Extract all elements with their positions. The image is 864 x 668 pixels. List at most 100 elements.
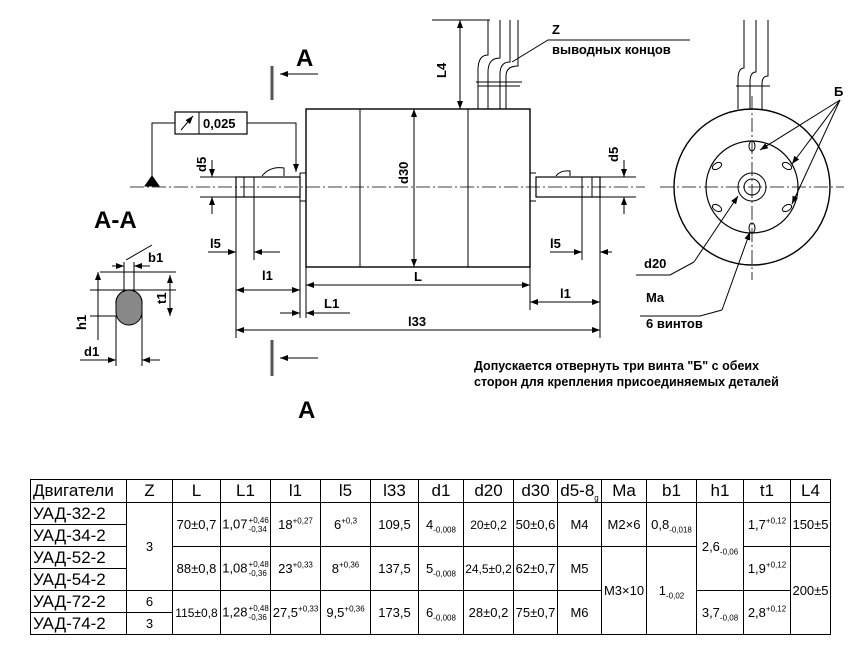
L1-base: 1,28 [222,603,248,619]
l5-upper: +0,36 [338,560,360,570]
d5-cell: M5 [557,546,602,591]
d30-cell: 75±0,7 [513,590,558,635]
technical-drawing: А А А-А 0,025 Z выводных концов Б Ma 6 в… [74,19,844,424]
l1-upper: +0,27 [292,516,313,526]
h1-base: 3,7 [701,604,720,620]
t1-upper: +0,12 [765,604,787,614]
z-text: выводных концов [552,42,671,57]
header-cell: Z [126,479,173,503]
l5-base: 9,5 [326,604,345,620]
l5-upper: +0,3 [341,516,358,526]
h1-cell: 2,6-0,06 [696,502,744,591]
L1-cell: 1,28+0,48-0,36 [220,590,271,635]
l1-cell: 18+0,27 [270,502,321,547]
section-title: А-А [94,207,137,234]
motor-name: УАД-74-2 [30,612,127,635]
tolerance-value: 0,025 [203,116,236,131]
l33-cell: 173,5 [370,590,419,635]
L-cell: 70±0,7 [172,502,221,547]
dim-d5-left: d5 [194,157,209,172]
L1-lower: -0,36 [248,568,267,578]
dim-b1: b1 [148,250,163,265]
L1-lower: -0,36 [248,612,267,622]
l5-cell: 8+0,36 [320,546,371,591]
d20-cell: 24,5±0,2 [463,546,514,591]
table-row: УАД-74-2 3 [30,612,831,635]
l1-base: 18 [278,516,293,532]
header-cell: d20 [463,479,514,503]
l1-cell: 27,5+0,33 [270,590,321,635]
dim-h1: h1 [74,315,89,330]
dim-d30: d30 [396,162,411,184]
b1-base: 1 [658,582,666,598]
h1-base: 2,6 [701,538,720,554]
L1-upper: +0,48 [248,603,269,613]
b1-cell: 0,8-0,018 [646,502,697,547]
d1-base: 6 [426,604,434,620]
L1-base: 1,08 [222,559,248,575]
d1-base: 5 [426,560,434,576]
t1-cell: 1,7+0,12 [743,502,791,547]
header-cell: h1 [696,479,744,503]
b-label: Б [834,84,843,99]
note-line-2: сторон для крепления присоединяемых дета… [474,375,779,389]
header-cell: d1 [418,479,464,503]
L1-upper: +0,46 [248,515,269,525]
motor-name: УАД-32-2 [30,502,127,525]
l33-cell: 137,5 [370,546,419,591]
d30-cell: 50±0,6 [513,502,558,547]
t1-upper: +0,12 [765,560,787,570]
header-cell: Двигатели [30,479,127,503]
dimension-table: Двигатели Z L L1 l1 l5 l33 d1 d20 d30 d5… [30,479,831,635]
motor-name: УАД-72-2 [30,590,127,613]
t1-base: 1,7 [747,516,766,532]
t1-upper: +0,12 [765,516,787,526]
L1-cell: 1,08+0,48-0,36 [220,546,271,591]
header-cell: l33 [370,479,419,503]
dim-l5-left: l5 [210,236,221,251]
l1-base: 27,5 [272,604,299,620]
header-cell: L [172,479,221,503]
section-mark-top: А [296,45,313,72]
mounting-note: Допускается отвернуть три винта "Б" с об… [474,358,854,390]
header-cell: Ma [601,479,647,503]
L1-lower: -0,34 [248,524,267,534]
l1-cell: 23+0,33 [270,546,321,591]
header-cell: L1 [220,479,271,503]
ma-cell: M3×10 [601,546,647,635]
motor-body [305,108,531,268]
L1-cell: 1,07+0,46-0,34 [220,502,271,547]
dim-l1-right: l1 [560,286,571,301]
d1-cell: 4-0,008 [418,502,464,547]
t1-base: 1,9 [747,560,766,576]
d20-cell: 20±0,2 [463,502,514,547]
ma-cell: M2×6 [601,502,647,547]
dim-t1: t1 [154,292,169,304]
dim-d5-right: d5 [606,147,621,162]
b1-lower: -0,02 [666,591,685,601]
ma-label: Ma [646,290,665,305]
l5-cell: 6+0,3 [320,502,371,547]
ma-text: 6 винтов [646,316,703,331]
motor-name: УАД-34-2 [30,524,127,547]
dim-d20: d20 [644,256,666,271]
table-row: УАД-32-2 3 70±0,7 1,07+0,46-0,34 18+0,27… [30,502,831,591]
b1-lower: -0,018 [669,525,692,535]
header-cell: l5 [320,479,371,503]
L4-cell: 200±5 [790,546,831,635]
L1-upper: +0,48 [248,559,269,569]
dim-l33: l33 [408,314,426,329]
d1-lower: -0,008 [433,613,456,623]
t1-cell: 1,9+0,12 [743,546,791,591]
z-cell: 3 [126,612,173,635]
L-cell: 88±0,8 [172,546,221,591]
dim-l5-right: l5 [550,236,561,251]
table-row: УАД-52-2 88±0,8 1,08+0,48-0,36 23+0,33 8… [30,546,831,635]
l5-cell: 9,5+0,36 [320,590,371,635]
d1-base: 4 [426,516,434,532]
d5-cell: M4 [557,502,602,547]
dim-L1: L1 [324,296,339,311]
header-cell: l1 [270,479,321,503]
L4-cell: 150±5 [790,502,831,547]
header-cell: t1 [743,479,791,503]
